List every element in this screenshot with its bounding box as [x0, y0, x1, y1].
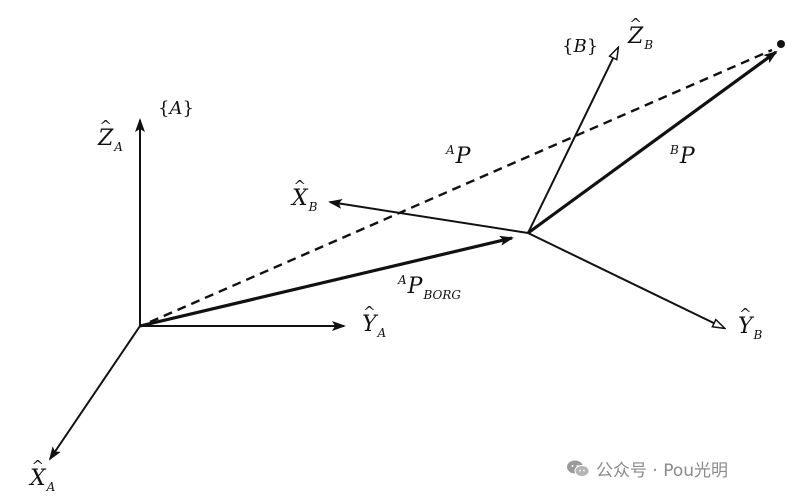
vector-bp-letter: P	[679, 144, 695, 169]
axis-xa-line	[48, 325, 141, 461]
axis-za-letter: Z	[98, 128, 113, 150]
frame-a-close: }	[182, 98, 194, 119]
frame-b-letter: B	[573, 36, 587, 57]
vector-ap-letter: P	[455, 144, 471, 169]
frame-a-letter: A	[169, 98, 183, 119]
axis-xb-letter: X	[292, 188, 308, 210]
axis-xb-sub: B	[308, 200, 318, 214]
frame-b-label: {B}	[562, 38, 598, 56]
axis-xa-letter: X	[30, 468, 46, 490]
frame-b-close: }	[586, 36, 599, 57]
axis-zb-letter: Z	[628, 26, 643, 48]
vector-ap-borg-sup: A	[398, 273, 407, 287]
axis-za-sub: A	[114, 140, 123, 154]
axis-zb-line	[527, 48, 618, 234]
axis-zb-sub: B	[644, 38, 654, 52]
vector-ap-label: AP	[446, 144, 470, 168]
axis-xb-line	[328, 198, 529, 234]
vector-bp-line	[527, 50, 778, 235]
vector-bp-sup: B	[670, 143, 679, 157]
frame-a-open: {	[158, 98, 170, 119]
axis-za-label: ZA	[98, 128, 123, 154]
axis-ya-sub: A	[377, 326, 387, 340]
axis-xa-sub: A	[46, 480, 56, 494]
vector-ap-borg-label: APBORG	[398, 274, 461, 301]
axis-yb-label: YB	[738, 316, 763, 342]
vector-bp-label: BP	[670, 144, 695, 168]
vector-ap-dashed-line	[149, 48, 773, 324]
axis-yb-letter: Y	[738, 316, 753, 338]
axis-xa-label: XA	[30, 468, 56, 494]
vector-ap-sup: A	[446, 143, 455, 157]
frame-a-label: {A}	[158, 100, 194, 118]
frame-b-open: {	[562, 36, 574, 57]
axis-ya-letter: Y	[362, 314, 377, 336]
watermark: 公众号 · Pou光明	[566, 456, 728, 481]
axis-zb-label: ZB	[628, 26, 654, 52]
axis-yb-sub: B	[753, 328, 763, 342]
axis-yb-line	[527, 232, 724, 328]
vector-ap-borg-line	[139, 235, 514, 328]
vector-ap-borg-sub: BORG	[423, 288, 461, 302]
point-p	[777, 40, 785, 48]
wechat-icon	[567, 460, 590, 477]
watermark-text: 公众号 · Pou光明	[596, 461, 729, 481]
axis-ya-label: YA	[362, 314, 387, 340]
axis-xb-label: XB	[292, 188, 318, 214]
vector-ap-borg-letter: P	[407, 274, 423, 299]
